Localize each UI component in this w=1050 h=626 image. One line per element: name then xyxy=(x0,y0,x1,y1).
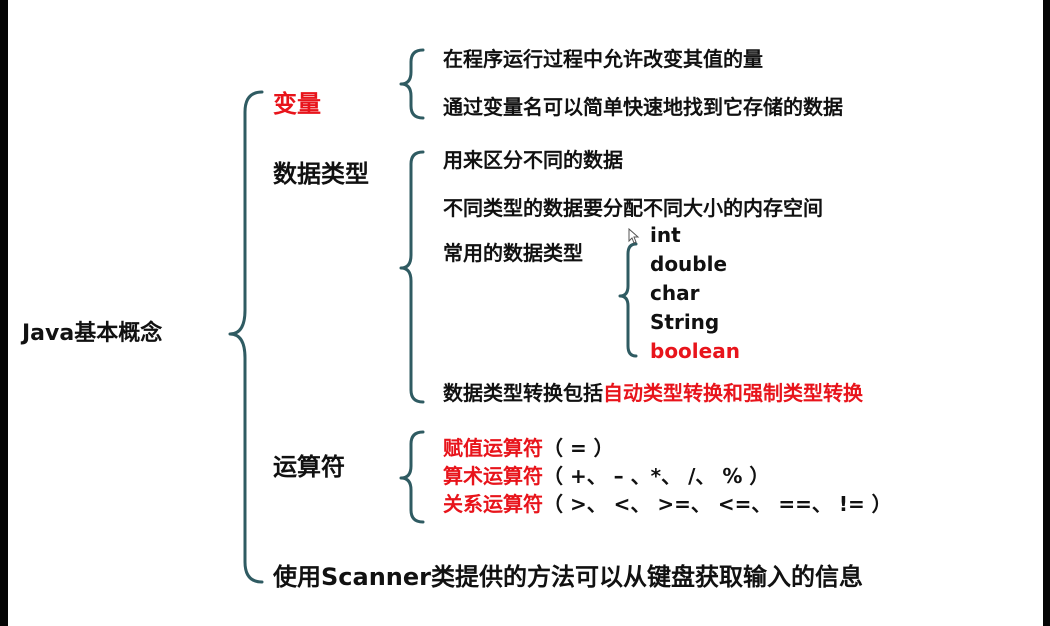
conversion-prefix: 数据类型转换包括 xyxy=(443,381,603,405)
type-int: int xyxy=(650,223,681,247)
operator-rel-name: 关系运算符 xyxy=(443,492,543,516)
datatype-bracket xyxy=(399,150,425,404)
operator-rel: 关系运算符（ >、 <、 >=、 <=、 ==、 != ） xyxy=(443,494,892,514)
main-bracket xyxy=(228,90,264,584)
mouse-cursor-icon xyxy=(628,228,640,244)
operator-rel-symbols: （ >、 <、 >=、 <=、 ==、 != ） xyxy=(543,492,892,516)
datatype-item-memory: 不同类型的数据要分配不同大小的内存空间 xyxy=(443,196,823,220)
root-node: Java基本概念 xyxy=(22,321,163,346)
datatype-conversion: 数据类型转换包括自动类型转换和强制类型转换 xyxy=(443,383,863,403)
operator-arith: 算术运算符（ +、 – 、*、 /、 % ） xyxy=(443,466,769,486)
datatype-label: 数据类型 xyxy=(273,160,369,188)
type-char: char xyxy=(650,281,700,305)
types-bracket xyxy=(618,242,638,358)
type-string: String xyxy=(650,310,720,334)
datatype-item-distinguish: 用来区分不同的数据 xyxy=(443,148,623,172)
type-double: double xyxy=(650,252,728,276)
operators-label: 运算符 xyxy=(273,453,345,481)
variable-label: 变量 xyxy=(273,90,321,118)
type-boolean: boolean xyxy=(650,339,740,363)
operator-arith-name: 算术运算符 xyxy=(443,464,543,488)
operator-assign-symbols: （ = ） xyxy=(543,436,614,460)
datatype-common-label: 常用的数据类型 xyxy=(443,241,583,265)
variable-item-1: 在程序运行过程中允许改变其值的量 xyxy=(443,47,763,71)
operator-assign: 赋值运算符（ = ） xyxy=(443,438,614,458)
bottom-note: 使用Scanner类提供的方法可以从键盘获取输入的信息 xyxy=(273,563,863,591)
variable-bracket xyxy=(399,48,425,120)
operator-arith-symbols: （ +、 – 、*、 /、 % ） xyxy=(543,464,770,488)
right-border-strip xyxy=(1043,0,1050,626)
left-border-strip xyxy=(0,0,8,626)
variable-item-2: 通过变量名可以简单快速地找到它存储的数据 xyxy=(443,95,843,119)
operator-assign-name: 赋值运算符 xyxy=(443,436,543,460)
conversion-highlight: 自动类型转换和强制类型转换 xyxy=(603,381,863,405)
operators-bracket xyxy=(399,430,425,524)
